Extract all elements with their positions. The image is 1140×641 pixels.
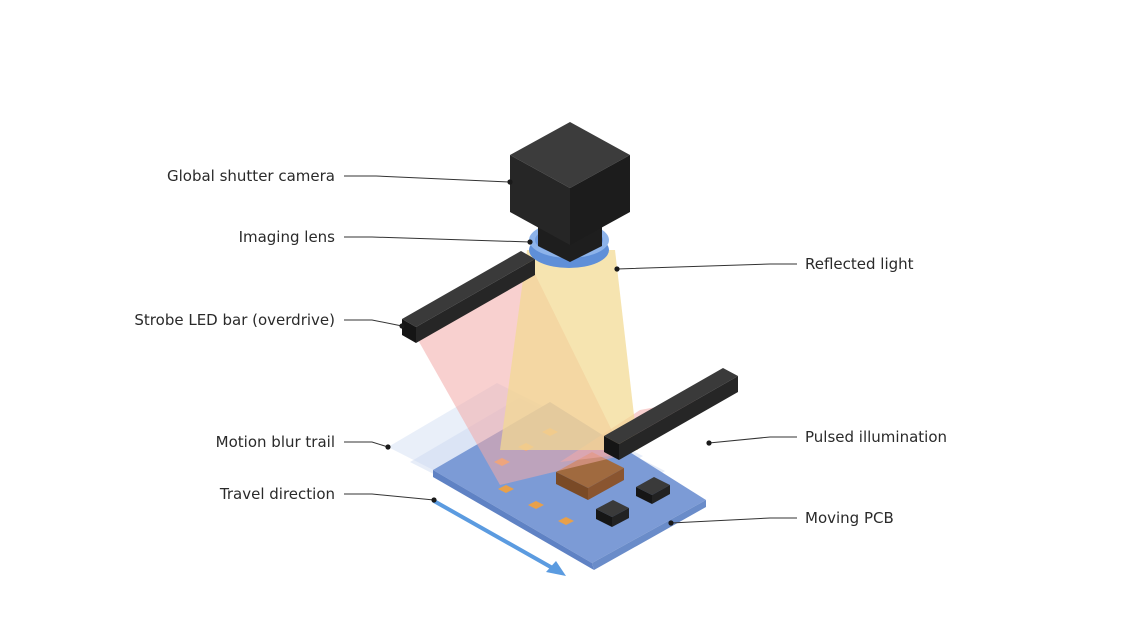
label-motion-blur-trail: Motion blur trail [215,433,335,451]
leader-pulsed [708,436,797,444]
leader-lines [344,175,797,524]
global-shutter-camera [510,122,630,245]
leader-dots [385,179,712,526]
label-imaging-lens: Imaging lens [238,228,335,246]
small-ic-front [596,500,629,527]
label-moving-pcb: Moving PCB [805,509,894,527]
label-strobe-led-bar: Strobe LED bar (overdrive) [134,311,335,329]
label-global-shutter-camera: Global shutter camera [166,167,335,185]
reflected-light-cone [500,250,638,450]
travel-direction-arrow [432,499,566,576]
leader-pcb [670,517,797,524]
leader-lens [344,236,531,243]
pad [558,517,574,525]
main-chip [556,452,624,500]
pad [498,485,514,493]
leader-travel [344,493,435,501]
leader-reflected [616,263,797,270]
leader-blur [344,441,389,448]
leader-camera [344,175,511,183]
leader-strobe [344,319,403,327]
label-travel-direction: Travel direction [219,485,335,503]
label-reflected-light: Reflected light [805,255,914,273]
small-ic-right [636,477,670,504]
pcb-board-edge-front [433,470,594,570]
pulsed-led-bar-right [604,368,738,460]
pcb-board-edge-right [592,500,706,570]
label-pulsed-illumination: Pulsed illumination [805,428,948,446]
strobe-led-bar-left [402,251,535,343]
pad [528,501,544,509]
